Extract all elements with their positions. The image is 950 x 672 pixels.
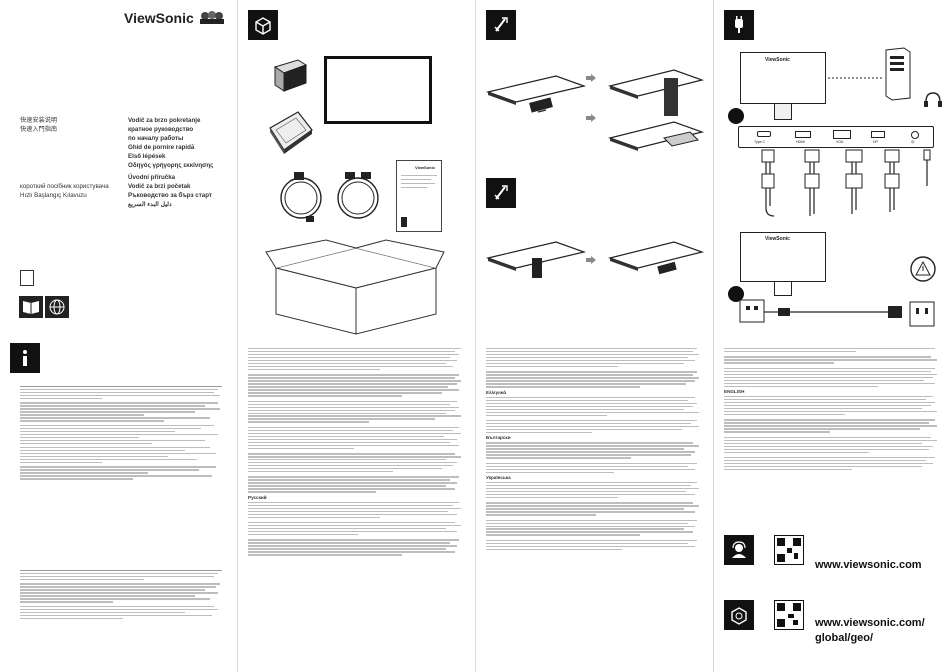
qr-code-geo[interactable]	[774, 600, 804, 630]
open-box-illustration	[265, 239, 445, 335]
lang-hungarian: Első lépések	[128, 153, 166, 160]
arrow-right-icon	[586, 256, 596, 264]
lang-croatian: Vodič za brzi početak	[128, 183, 191, 190]
monitor-logo-2: ViewSonic	[765, 236, 790, 242]
birds-logo-icon	[200, 11, 224, 24]
lang-russian-2: по началу работы	[128, 135, 184, 142]
port-label-audio: ◎	[911, 139, 915, 144]
attach-stand-step-1	[485, 75, 587, 113]
website-link-main[interactable]: www.viewsonic.com	[815, 559, 922, 571]
panel-cover: ViewSonic 快速安装说明 快速入門指南 короткий посібни…	[0, 0, 237, 672]
safety-text-bottom	[20, 570, 226, 670]
cables-illustration	[761, 149, 931, 217]
divider-1	[237, 0, 238, 672]
arrow-right-icon	[586, 74, 596, 82]
step-marker	[728, 108, 744, 124]
monitor-stand-2	[774, 282, 792, 296]
headphones-icon	[924, 92, 942, 107]
section-heading-russian: Русский	[248, 494, 267, 500]
attach-stand-step-2	[607, 69, 705, 116]
lang-russian-1: кратное руководство	[128, 126, 194, 133]
monitor-stand	[774, 104, 792, 120]
energy-star-icon	[20, 270, 34, 286]
instructions-text-col2: Русский	[248, 348, 468, 670]
support-icon	[724, 535, 754, 565]
arrow-right-icon	[586, 114, 596, 122]
globe-icon	[45, 296, 69, 318]
website-link-geo-line2[interactable]: global/geo/	[815, 632, 874, 644]
plug-icon	[724, 10, 754, 40]
monitor-logo: ViewSonic	[765, 57, 790, 63]
port-label-vga: VGA	[836, 140, 844, 144]
instructions-text-col4: ENGLISH	[724, 348, 944, 528]
section-heading-greek: Ελληνικά	[486, 389, 507, 395]
section-heading-ukrainian: Українська	[486, 474, 511, 480]
port-label-typec: Type C	[754, 140, 766, 144]
wrench-icon	[486, 10, 516, 40]
lang-chinese-traditional: 快速入門指南	[20, 126, 58, 133]
lang-greek: Οδηγός γρήγορης εκκίνησης	[128, 162, 214, 169]
power-connection	[739, 299, 935, 327]
audio-port	[911, 131, 919, 139]
stand-base-illustration	[269, 111, 313, 154]
box-icon	[248, 10, 278, 40]
dashed-link	[828, 77, 884, 79]
divider-2	[475, 0, 476, 672]
documents-card: ViewSonic	[396, 160, 442, 232]
usb-c-port	[757, 131, 771, 137]
lang-arabic: دليل البدء السريع	[128, 201, 172, 208]
qr-code-support[interactable]	[774, 535, 804, 565]
detach-stand-step-2	[607, 241, 705, 275]
video-cable-illustration	[337, 172, 379, 219]
section-heading-bulgarian: Български	[486, 435, 511, 441]
safety-text-top	[20, 386, 226, 556]
lang-ukrainian: короткий посібник користувача	[20, 183, 109, 190]
divider-3	[713, 0, 714, 672]
panel-connections: ViewSonic Type C HDMI VGA DP ◎	[714, 0, 950, 672]
stand-neck-illustration	[273, 59, 308, 92]
lang-bulgarian: Ръководство за бърз старт	[128, 192, 212, 199]
attach-stand-step-3	[607, 121, 705, 151]
card-brand: ViewSonic	[415, 165, 435, 170]
panel-stand-installation: Ελληνικά Български Українська	[476, 0, 713, 672]
wrench-icon	[486, 178, 516, 208]
hdmi-port	[795, 131, 811, 138]
monitor-back: ViewSonic	[740, 52, 826, 104]
panel-box-contents: ViewSonic Русский	[238, 0, 475, 672]
lang-turkish: Hızlı Başlangıç Kılavuzu	[20, 192, 87, 199]
lang-chinese-simplified: 快速安装说明	[20, 117, 58, 124]
pc-tower-illustration	[885, 47, 911, 101]
lang-romanian: Ghid de pornire rapidă	[128, 144, 195, 151]
manual-icon	[19, 296, 43, 318]
info-icon	[10, 343, 40, 373]
website-link-geo-line1[interactable]: www.viewsonic.com/	[815, 617, 925, 629]
lang-serbian: Vodič za brzo pokretanje	[128, 117, 201, 124]
port-strip: Type C HDMI VGA DP ◎	[738, 126, 934, 148]
detach-stand-step-1	[485, 241, 587, 278]
vga-port	[833, 130, 851, 139]
port-label-dp: DP	[873, 140, 878, 144]
power-cable-illustration	[280, 172, 322, 222]
dp-port	[871, 131, 885, 138]
step-marker	[728, 286, 744, 302]
port-label-hdmi: HDMI	[796, 140, 805, 144]
globe-box-icon	[724, 600, 754, 630]
monitor-illustration	[324, 56, 432, 124]
lang-czech: Úvodní příručka	[128, 174, 176, 181]
brand-logo: ViewSonic	[124, 10, 194, 26]
section-heading-english: ENGLISH	[724, 389, 745, 395]
power-warning-icon	[910, 256, 936, 282]
instructions-text-col3: Ελληνικά Български Українська	[486, 348, 706, 670]
monitor-back-2: ViewSonic	[740, 232, 826, 282]
